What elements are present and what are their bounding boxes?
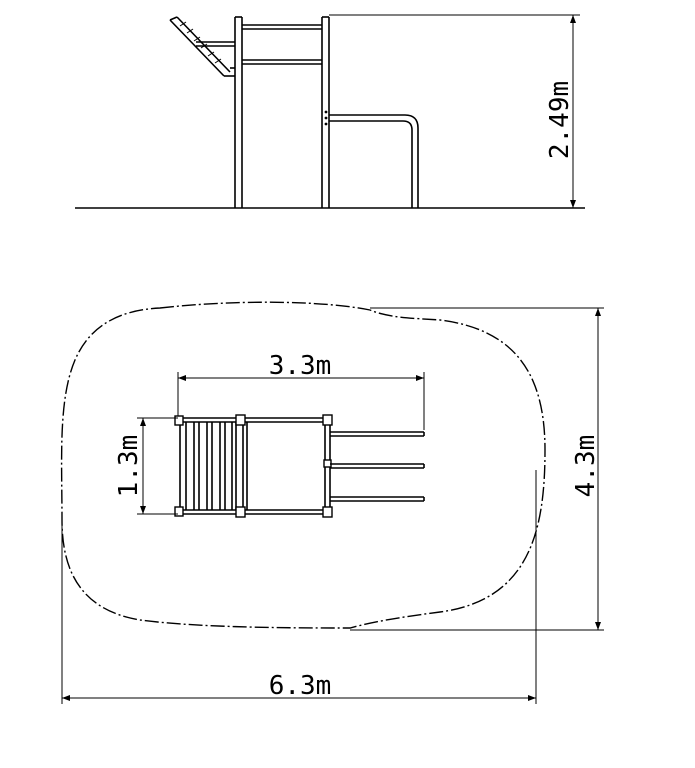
- area-width-label: 4.3m: [571, 435, 601, 498]
- height-label: 2.49m: [545, 81, 575, 159]
- angled-ladder: [169, 16, 235, 77]
- plan-bars: [330, 431, 425, 502]
- plan-ladder: [174, 415, 242, 517]
- equipment-length-label: 3.3m: [269, 351, 332, 381]
- bolt: [324, 122, 328, 126]
- side-bar: [329, 114, 419, 208]
- plan-platform: [235, 414, 333, 518]
- equipment-width-label: 1.3m: [114, 435, 144, 498]
- area-length-label: 6.3m: [269, 671, 332, 701]
- area-length-dimension: [61, 470, 537, 704]
- plan-view: 3.3m 1.3m 4.3m 6.3m: [60, 301, 604, 704]
- safety-area-outline: [60, 301, 546, 629]
- bolt: [324, 116, 328, 120]
- equipment-length-dimension: [177, 372, 425, 430]
- equipment-width-dimension: [137, 417, 178, 515]
- bolt: [324, 110, 328, 114]
- side-view-elevation: 2.49m: [75, 14, 585, 209]
- area-width-dimension: [350, 307, 604, 631]
- height-dimension: [329, 14, 580, 208]
